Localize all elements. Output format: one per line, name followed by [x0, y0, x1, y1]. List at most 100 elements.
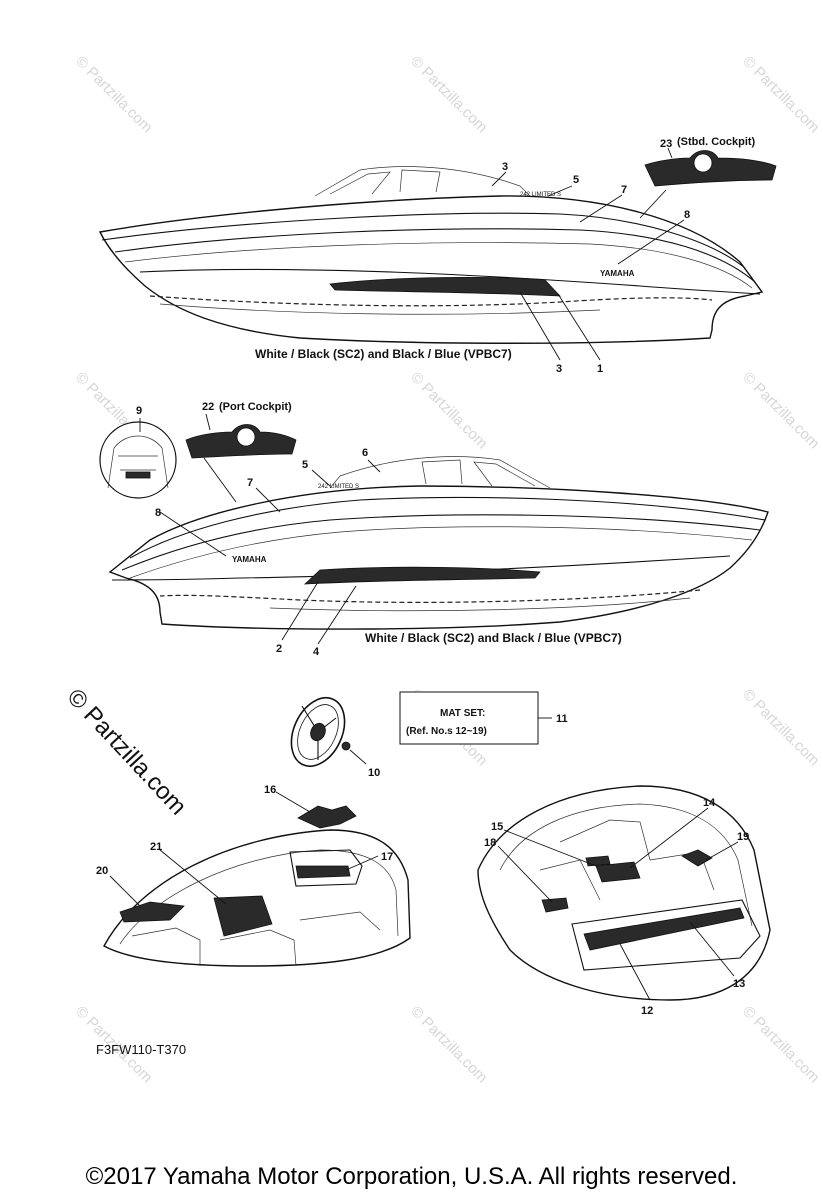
stern-mat-19: [681, 849, 713, 867]
port-callout-22: 22: [202, 401, 214, 413]
mat-set-frame: [399, 691, 539, 745]
stbd-callout-7: 7: [621, 184, 627, 196]
stbd-cockpit-label: (Stbd. Cockpit): [677, 136, 756, 148]
port-model-decal: 242 LIMITED S: [318, 484, 359, 490]
stern-leader-14: [629, 807, 709, 869]
watermark-tile: © Partzilla.com: [739, 1003, 822, 1086]
bow-mat-21: [213, 895, 273, 937]
port-hull-stripe-lower: [269, 597, 691, 612]
stern-mat-15: [585, 855, 611, 867]
watermark-tile: © Partzilla.com: [739, 369, 822, 452]
port-detail-circle: [99, 421, 177, 499]
port-leader-8: [159, 511, 227, 557]
stern-mat-12: [583, 907, 745, 951]
port-hull-stripe-decal-2: [303, 566, 541, 585]
boat-port-view: YAMAHA 242 LIMITED S 9 22 (Port Cockpit)…: [99, 401, 769, 658]
watermark-tile: © Partzilla.com: [739, 53, 822, 136]
mat-set-callout-11: 11: [556, 713, 568, 725]
stern-leader-19: [705, 841, 739, 861]
stbd-leader-6: [491, 171, 507, 187]
stbd-leader-5: [547, 185, 573, 197]
mat-set-box: MAT SET: (Ref. No.s 12~19) 11: [399, 691, 568, 745]
bow-callout-17: 17: [381, 851, 393, 863]
stbd-hull-stripe-decal-1: [329, 276, 561, 297]
bow-seats: [131, 911, 381, 967]
copyright-notice: ©2017 Yamaha Motor Corporation, U.S.A. A…: [85, 1163, 738, 1190]
stbd-leader-7: [579, 194, 623, 223]
port-leader-4: [317, 585, 357, 645]
stbd-callout-23: 23: [660, 138, 672, 150]
stbd-sheer-stripe: [114, 228, 756, 283]
mat-set-title: MAT SET:: [440, 708, 485, 719]
stbd-leader-3: [519, 291, 561, 361]
mat-set-ref: (Ref. No.s 12~19): [406, 726, 487, 737]
bow-interior-view: 16 17 20 21: [96, 784, 411, 967]
port-leader-22: [203, 413, 237, 503]
port-sheer-stripe-inner: [129, 526, 753, 579]
port-callout-5: 5: [302, 459, 308, 471]
watermark-tile: © Partzilla.com: [72, 53, 155, 136]
stbd-callout-6: 3: [502, 161, 508, 173]
stern-swim-platform: [571, 899, 761, 971]
stbd-callout-5: 5: [573, 174, 579, 186]
stbd-sheer-stripe-inner: [124, 242, 753, 289]
stern-leader-13: [689, 921, 735, 977]
stern-callout-15: 15: [491, 821, 503, 833]
stbd-callout-8: 8: [684, 209, 690, 221]
port-callout-7: 7: [247, 477, 253, 489]
port-cockpit-label: (Port Cockpit): [219, 401, 292, 413]
port-callout-8: 8: [155, 507, 161, 519]
stern-callout-12: 12: [641, 1005, 653, 1017]
bow-callout-21: 21: [150, 841, 162, 853]
stern-callout-13: 13: [733, 978, 745, 990]
port-leader-6: [367, 459, 381, 473]
port-sheer-stripe: [121, 514, 761, 571]
stern-callout-18: 18: [484, 837, 496, 849]
watermark-tile: © Partzilla.com: [407, 1003, 490, 1086]
bow-leader-20: [109, 875, 141, 907]
bow-callout-20: 20: [96, 865, 108, 877]
stern-leader-15: [503, 829, 597, 867]
stern-mat-18: [541, 897, 569, 913]
port-callout-9: 9: [136, 405, 142, 417]
port-leader-2: [281, 581, 319, 641]
port-yamaha-decal: YAMAHA: [232, 555, 267, 564]
port-callout-4: 4: [313, 646, 320, 658]
stbd-leader-8: [617, 219, 685, 265]
boat-starboard-view: YAMAHA 242 LIMITED S 3 5 7 8 23 (Stbd. C…: [98, 136, 777, 375]
stern-leader-18: [497, 845, 553, 903]
stbd-callout-3: 3: [556, 363, 562, 375]
port-deck-edge: [129, 496, 766, 559]
bow-callout-16: 16: [264, 784, 276, 796]
port-detail-console: [107, 435, 169, 489]
port-leader-7: [255, 487, 281, 513]
bow-mat-17: [295, 865, 351, 879]
stern-leader-12: [619, 943, 651, 1001]
watermark-tile: © Partzilla.com: [739, 686, 822, 769]
stbd-hull-stripe-lower: [159, 303, 601, 315]
bow-console: [289, 849, 363, 887]
stern-callout-14: 14: [703, 797, 716, 809]
port-windshield: [329, 456, 551, 489]
stbd-cockpit-decal-cutout: [693, 153, 713, 173]
stern-callout-19: 19: [737, 831, 749, 843]
port-color-caption: White / Black (SC2) and Black / Blue (VP…: [365, 631, 622, 645]
bow-leader-17: [345, 855, 379, 871]
port-hull-stripe-decal-4: [159, 589, 701, 603]
stbd-hull-stripe-decal-3: [149, 295, 713, 307]
watermark-tile: © Partzilla.com: [407, 369, 490, 452]
bow-mat-20: [119, 901, 185, 923]
stern-interior-view: 14 15 18 19 12 13: [477, 785, 771, 1017]
steering-wheel-inner-rim: [297, 704, 339, 760]
steering-leader-10: [349, 749, 367, 765]
diagram-code: F3FW110-T370: [96, 1042, 186, 1057]
bow-leader-16: [275, 791, 311, 813]
stbd-leader-23: [639, 147, 673, 219]
stern-mat-14: [595, 861, 641, 883]
stbd-leader-1: [557, 293, 601, 361]
stbd-windshield-frame: [329, 169, 441, 195]
stern-deck-outline: [477, 785, 771, 1001]
stbd-color-caption: White / Black (SC2) and Black / Blue (VP…: [255, 347, 512, 361]
stbd-deck-edge: [101, 212, 746, 269]
